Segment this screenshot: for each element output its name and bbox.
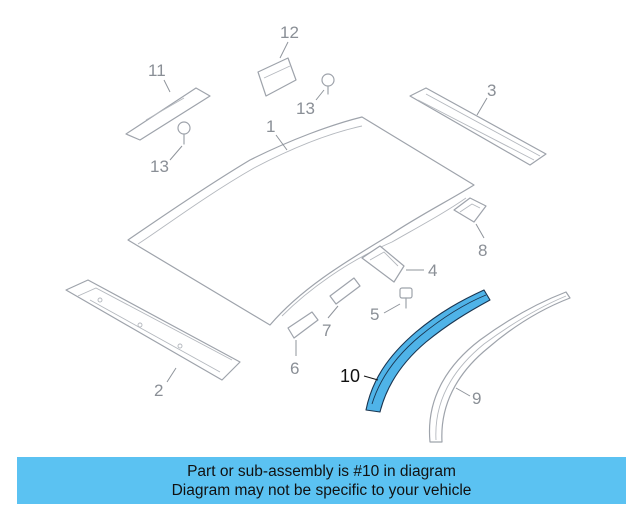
part-1-roof-panel <box>127 116 475 326</box>
part-5-bolt <box>383 287 413 314</box>
banner-line-2: Diagram may not be specific to your vehi… <box>171 481 472 499</box>
callout-3: 3 <box>487 81 496 100</box>
callout-9: 9 <box>472 389 481 408</box>
part-13-screw-a <box>169 121 191 161</box>
callout-6: 6 <box>290 359 299 378</box>
callout-1: 1 <box>266 117 275 136</box>
part-13-screw-b <box>315 73 335 101</box>
part-7-bracket <box>327 277 361 319</box>
callout-8: 8 <box>478 241 487 260</box>
part-4-bracket <box>361 245 424 283</box>
callout-7: 7 <box>322 321 331 340</box>
banner-line-1: Part or sub-assembly is #10 in diagram <box>187 462 456 480</box>
callout-4: 4 <box>428 261 437 280</box>
part-9-side-rail <box>428 291 571 443</box>
part-6-bracket <box>287 311 319 356</box>
part-12-clip <box>257 41 297 97</box>
part-11-hinge <box>125 79 211 141</box>
part-8-bracket <box>453 197 487 239</box>
part-10-highlighted[interactable] <box>363 289 491 413</box>
info-banner: Part or sub-assembly is #10 in diagram D… <box>17 457 626 504</box>
part-2-front-header <box>65 279 241 383</box>
callout-5: 5 <box>370 305 379 324</box>
callout-11: 11 <box>148 61 166 80</box>
callout-2: 2 <box>154 381 163 400</box>
callout-10[interactable]: 10 <box>340 366 360 386</box>
callout-13-b: 13 <box>296 99 315 118</box>
callout-13-a: 13 <box>150 157 169 176</box>
part-3-rear-rail <box>409 87 547 166</box>
callout-12: 12 <box>280 23 299 42</box>
parts-diagram: 1 2 3 4 5 6 7 8 9 10 11 12 13 13 <box>65 23 571 443</box>
